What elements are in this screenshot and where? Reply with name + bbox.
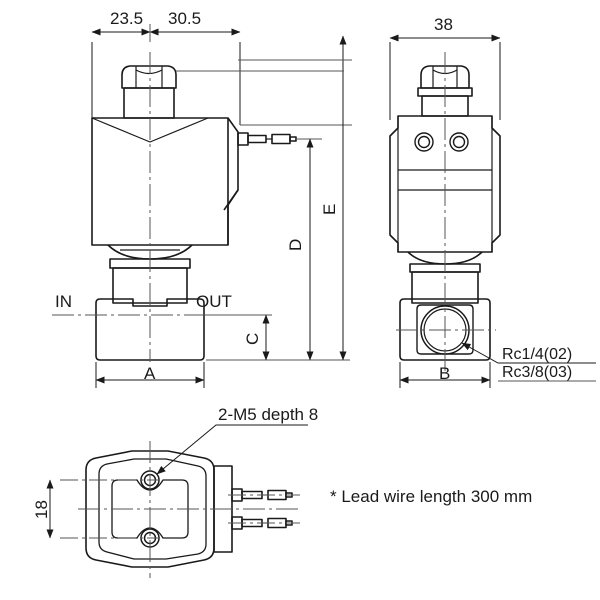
side-hex-nut [420,65,470,89]
dim-overall-height-e: E [320,204,339,215]
front-view-dimension-lines [91,24,352,388]
port-label-out: OUT [196,292,232,311]
side-view-geometry [389,65,501,361]
dim-port-height-c: C [243,333,262,345]
terminal-pin-upper [231,488,243,502]
rc-leader-line [461,342,596,364]
bottom-view-geometry [85,450,293,568]
terminal-pin [237,132,249,146]
dim-overall-width-a: A [144,364,156,383]
dim-base-width-b: B [439,364,450,383]
thread-note-rc38: Rc3/8(03) [502,364,572,381]
thread-note-rc14: Rc1/4(02) [502,346,572,363]
bottom-view-dimension-lines [46,424,308,539]
dim-hole-spacing-18: 18 [32,500,51,519]
lead-connector-lower [267,517,287,529]
bonnet-body [112,267,188,304]
bonnet-ring [109,258,191,269]
terminal-block [213,465,233,553]
bottom-view-centrelines [60,441,300,578]
hex-nut-outline [121,65,177,89]
terminal-sleeve [247,134,267,144]
side-view-centrelines [396,52,496,372]
coil-body [91,117,229,246]
dim-width-left: 23.5 [110,9,143,28]
dim-side-width-38: 38 [434,15,453,34]
bottom-pocket [111,479,189,539]
lead-wire-connector [271,133,291,145]
screw-head-left [414,132,434,152]
port-boss [416,304,474,355]
lead-connector-upper [267,489,287,501]
bottom-inner-contour [98,458,207,560]
stem-collar [123,87,175,119]
m5-leader-line [156,424,308,475]
side-view-dimension-lines [389,34,596,388]
valve-body [95,298,205,361]
callout-2-m5-depth-8: 2-M5 depth 8 [218,405,318,424]
dim-width-right: 30.5 [168,9,201,28]
screw-head-right [449,132,469,152]
note-lead-wire-length: * Lead wire length 300 mm [330,487,532,506]
dim-body-height-d: D [286,239,305,251]
side-valve-body [399,298,491,361]
port-label-in: IN [55,292,72,311]
terminal-pin-lower [231,516,243,530]
front-view-geometry [91,65,297,361]
